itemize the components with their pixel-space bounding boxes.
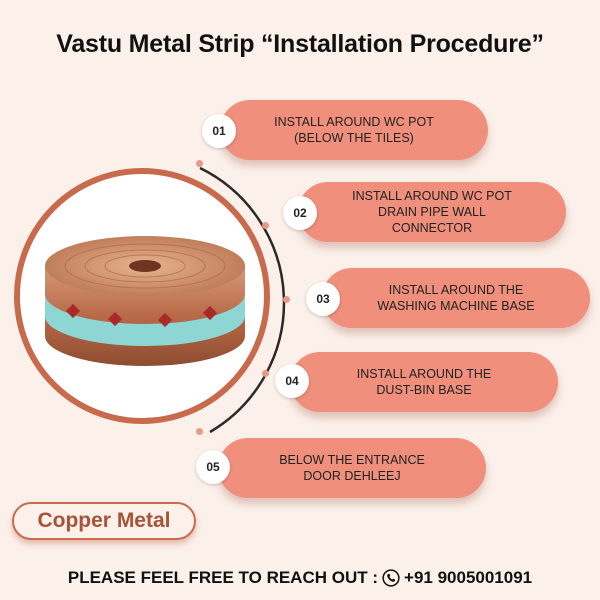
step-2-text: INSTALL AROUND WC POT DRAIN PIPE WALL CO… xyxy=(352,189,512,235)
timeline-dot xyxy=(283,296,290,303)
step-1-number: 01 xyxy=(202,114,236,148)
step-5-pill: BELOW THE ENTRANCE DOOR DEHLEEJ xyxy=(218,438,486,498)
copper-metal-badge: Copper Metal xyxy=(12,502,196,540)
step-5-number: 05 xyxy=(196,450,230,484)
step-4-number: 04 xyxy=(275,364,309,398)
step-2-number: 02 xyxy=(283,196,317,230)
step-3-pill: INSTALL AROUND THE WASHING MACHINE BASE xyxy=(322,268,590,328)
timeline-dot xyxy=(196,428,203,435)
phone-icon xyxy=(382,569,400,587)
timeline-dot xyxy=(262,222,269,229)
step-4-text: INSTALL AROUND THE DUST-BIN BASE xyxy=(356,367,492,397)
step-3-number: 03 xyxy=(306,282,340,316)
copper-strip-roll-image xyxy=(40,226,250,376)
contact-prefix: PLEASE FEEL FREE TO REACH OUT : xyxy=(67,568,379,587)
step-3-text: INSTALL AROUND THE WASHING MACHINE BASE xyxy=(377,283,535,313)
contact-footer: PLEASE FEEL FREE TO REACH OUT : +91 9005… xyxy=(0,568,600,588)
timeline-dot xyxy=(196,160,203,167)
page-title: Vastu Metal Strip “Installation Procedur… xyxy=(56,30,544,58)
step-2-pill: INSTALL AROUND WC POT DRAIN PIPE WALL CO… xyxy=(298,182,566,242)
timeline-dot xyxy=(262,370,269,377)
step-1-text: INSTALL AROUND WC POT (BELOW THE TILES) xyxy=(274,115,434,145)
step-1-pill: INSTALL AROUND WC POT (BELOW THE TILES) xyxy=(220,100,488,160)
step-4-pill: INSTALL AROUND THE DUST-BIN BASE xyxy=(290,352,558,412)
phone-number-link[interactable]: +91 9005001091 xyxy=(404,568,533,587)
step-5-text: BELOW THE ENTRANCE DOOR DEHLEEJ xyxy=(279,453,425,483)
